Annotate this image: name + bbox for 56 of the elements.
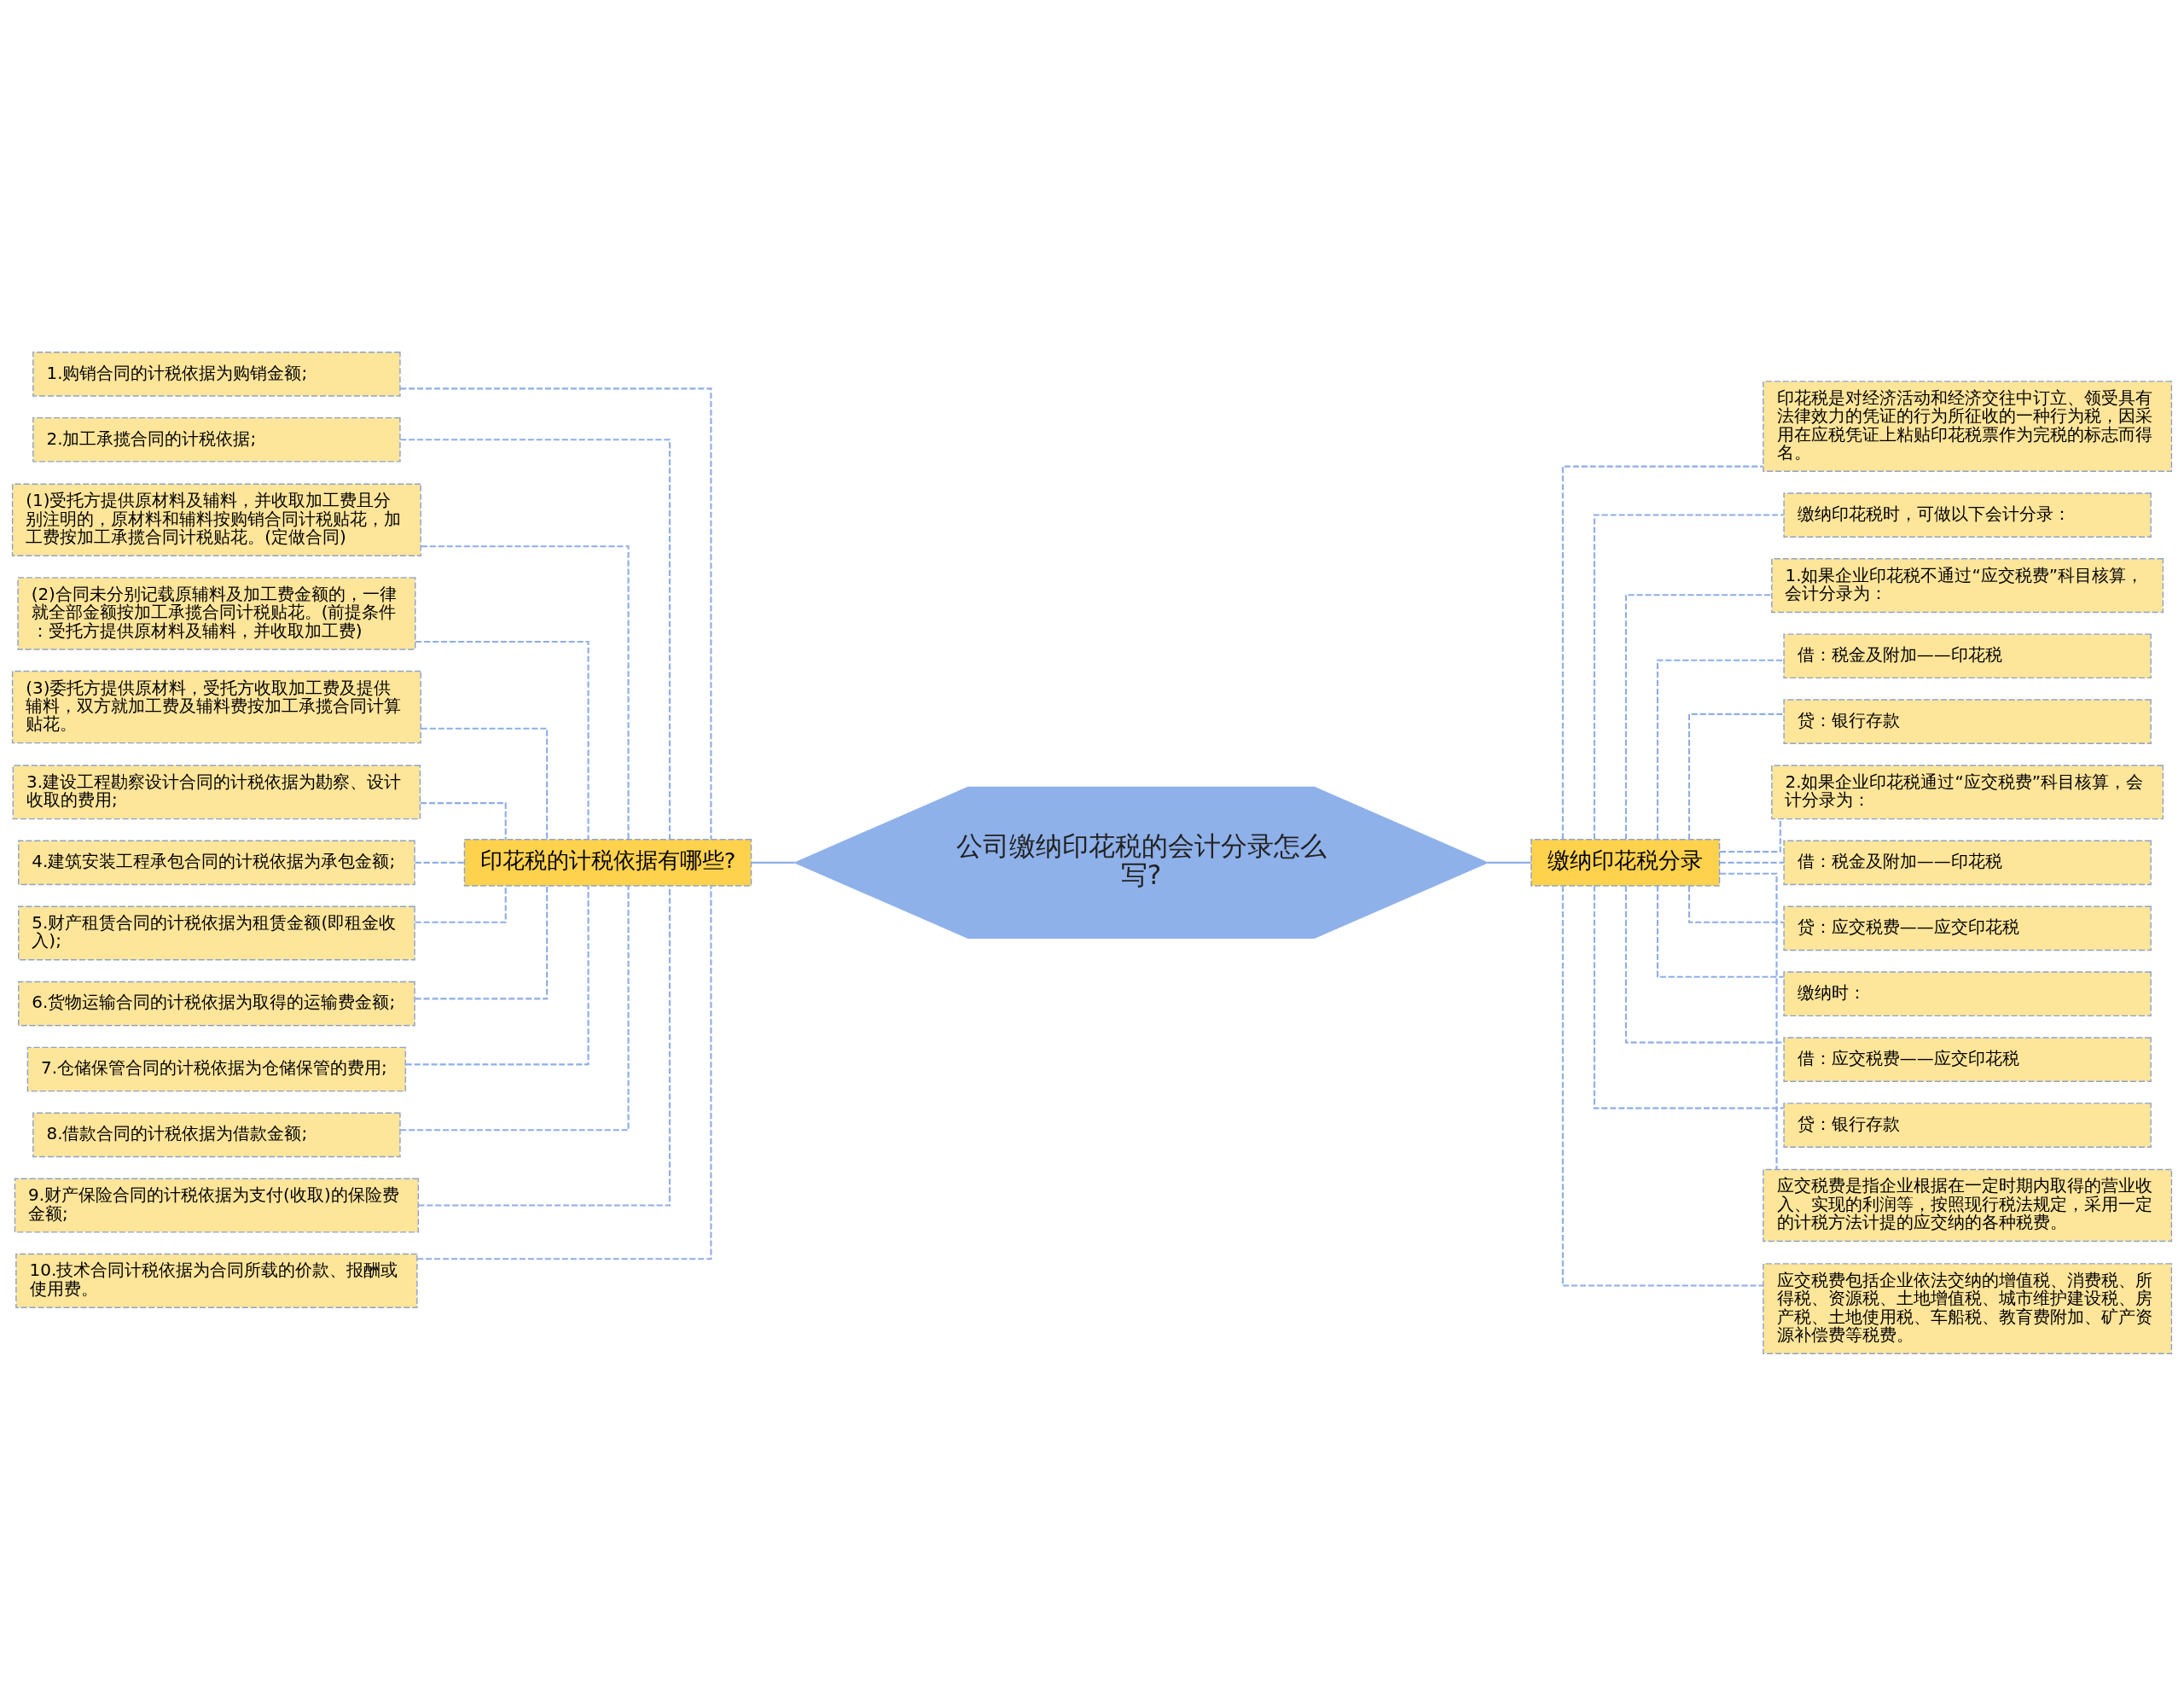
connector <box>1561 465 1763 839</box>
connector <box>1593 885 1784 1109</box>
connector <box>1720 872 1778 1169</box>
connector <box>420 801 507 840</box>
connector <box>415 885 549 999</box>
node-box: 借：应交税费——应交印花税 <box>1783 1036 2152 1082</box>
node-box: 4.建筑安装工程承包合同的计税依据为承包金额; <box>18 840 415 885</box>
connector <box>1687 713 1784 840</box>
connector <box>415 885 507 923</box>
connector <box>1561 885 1763 1287</box>
connector <box>400 387 712 840</box>
node-box: 缴纳时： <box>1783 970 2152 1016</box>
connector <box>1593 513 1784 840</box>
node-box: 8.借款合同的计税依据为借款金额; <box>32 1112 401 1157</box>
connector <box>400 885 630 1131</box>
connector <box>405 885 590 1065</box>
node-box: 缴纳印花税分录 <box>1531 838 1721 887</box>
node-box: 借：税金及附加——印花税 <box>1783 632 2152 678</box>
node-box: 6.货物运输合同的计税依据为取得的运输费金额; <box>18 981 415 1026</box>
node-box: 1.如果企业印花税不通过“应交税费”科目核算，会计分录为： <box>1771 557 2164 613</box>
connector <box>1719 861 1784 864</box>
node-box: (3)委托方提供原材料，受托方收取加工费及提供辅料，双方就加工费及辅料费按加工承揽合同计算贴花。 <box>11 670 421 743</box>
connector <box>1487 861 1531 864</box>
node-box: 印花税是对经济活动和经济交往中订立、领受具有法律效力的凭证的行为所征收的一种行为税，因采用在应税凭证上粘贴印花税票作为完税的标志而得名。 <box>1763 380 2173 472</box>
connector <box>1624 885 1784 1044</box>
connector <box>415 861 465 864</box>
node-box: (2)合同未分别记载原辅料及加工费金额的，一律就全部金额按加工承揽合同计税贴花。(前提条件：受托方提供原材料及辅料，并收取加工费) <box>17 576 416 650</box>
connector <box>400 438 671 840</box>
connector <box>421 727 549 839</box>
node-box: 贷：应交税费——应交印花税 <box>1783 905 2152 951</box>
node-box: 贷：银行存款 <box>1783 1102 2152 1148</box>
node-box: 借：税金及附加——印花税 <box>1783 840 2152 885</box>
node-box: 1.购销合同的计税依据为购销金额; <box>32 351 401 397</box>
connector <box>417 886 712 1260</box>
node-box: 7.仓储保管合同的计税依据为仓储保管的费用; <box>26 1046 407 1091</box>
node-box: 贷：银行存款 <box>1783 698 2152 744</box>
connector <box>751 861 795 864</box>
node-box: 缴纳印花税时，可做以下会计分录： <box>1783 492 2152 538</box>
node-box: 5.财产租赁合同的计税依据为租赁金额(即租金收入); <box>18 905 415 961</box>
connector <box>1656 885 1784 978</box>
node-box: 印花税的计税依据有哪些? <box>463 838 752 887</box>
connector <box>421 544 630 840</box>
node-box: 10.技术合同计税依据为合同所载的价款、报酬或使用费。 <box>15 1253 418 1308</box>
connector <box>418 886 671 1207</box>
node-box: 9.财产保险合同的计税依据为支付(收取)的保险费金额; <box>14 1178 419 1233</box>
connector <box>1656 659 1784 840</box>
connector <box>1624 593 1772 840</box>
node-box: 2.如果企业印花税通过“应交税费”科目核算，会计分录为： <box>1771 764 2164 819</box>
node-box: 应交税费包括企业依法交纳的增值税、消费税、所得税、资源税、土地增值税、城市维护建设税、房产税、土地使用税、车船税、教育费附加、矿产资源补偿费等税费。 <box>1763 1262 2173 1354</box>
connector <box>415 640 590 840</box>
node-box: (1)受托方提供原材料及辅料，并收取加工费且分别注明的，原材料和辅料按购销合同计税贴花，加工费按加工承揽合同计税贴花。(定做合同) <box>11 483 421 556</box>
node-box: 3.建设工程勘察设计合同的计税依据为勘察、设计收取的费用; <box>12 764 421 819</box>
connector <box>1720 818 1781 852</box>
node-box: 2.加工承揽合同的计税依据; <box>32 416 401 463</box>
node-box: 应交税费是指企业根据在一定时期内取得的营业收入、实现的利润等，按照现行税法规定，采用一定的计税方法计提的应交纳的各种税费。 <box>1763 1168 2173 1242</box>
connector <box>1687 885 1784 923</box>
